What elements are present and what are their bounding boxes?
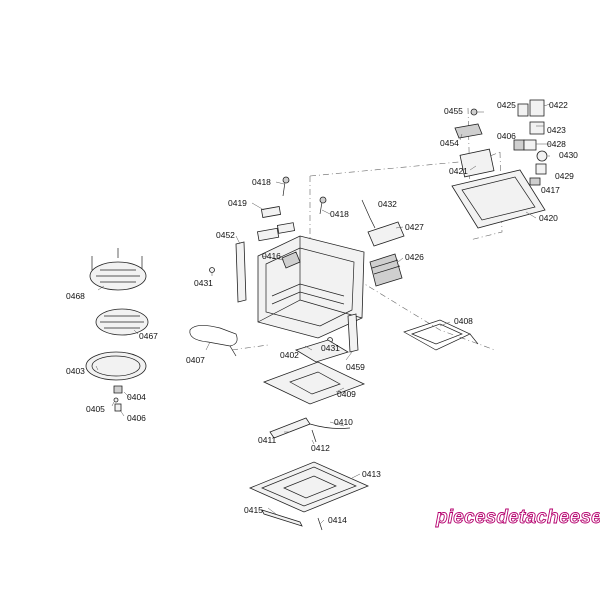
oven-cavity [257, 235, 365, 353]
screw-0418-a [282, 181, 286, 197]
callout-label: 0408 [454, 316, 473, 326]
callout-label: 0419 [228, 198, 247, 208]
callout-label: 0402 [280, 350, 299, 360]
callout-label: 0420 [539, 213, 558, 223]
callout-label: 0407 [186, 355, 205, 365]
callout-label: 0414 [328, 515, 347, 525]
callout-label: 0468 [66, 291, 85, 301]
callout-label: 0431 [321, 343, 340, 353]
callout-label: 0409 [337, 389, 356, 399]
part-0417 [529, 177, 541, 186]
callout-label: 0467 [139, 331, 158, 341]
callout-label: 0405 [86, 404, 105, 414]
lower-assembly [248, 339, 370, 531]
callout-label: 0431 [194, 278, 213, 288]
board-0427 [367, 221, 405, 247]
coupler-0404 [113, 385, 123, 394]
bracket-0419-a [260, 206, 282, 218]
screw-0418-b [319, 201, 323, 215]
callout-label: 0429 [555, 171, 574, 181]
part-0412 [311, 429, 317, 443]
control-housing-0420 [451, 169, 546, 229]
callout-label: 0404 [127, 392, 146, 402]
callout-label: 0416 [262, 251, 281, 261]
callout-label: 0454 [440, 138, 459, 148]
callout-label: 0459 [346, 362, 365, 372]
watermark-text: piecesdetacheeselec.com [435, 507, 600, 528]
relay-0422 [529, 99, 545, 117]
rail-0459 [347, 313, 359, 353]
callout-labels: 0455 0425 0422 0423 0406 0428 0454 0430 … [66, 100, 578, 525]
module-0428 [523, 139, 537, 151]
callout-label: 0406 [497, 131, 516, 141]
callout-label: 0422 [549, 100, 568, 110]
switch-0423 [529, 121, 545, 135]
cable-0410 [309, 423, 351, 429]
callout-label: 0425 [497, 100, 516, 110]
tray-0402 [295, 339, 349, 363]
base-plate-0409 [262, 361, 366, 405]
control-panel-assembly [451, 99, 548, 229]
cable-0432 [361, 199, 376, 229]
clip-0454 [454, 123, 483, 139]
heating-elements [189, 319, 479, 357]
rail-0415 [261, 509, 303, 527]
bracket-0421 [459, 148, 495, 178]
callout-label: 0428 [547, 139, 566, 149]
callout-label: 0417 [541, 185, 560, 195]
callout-label: 0411 [258, 435, 277, 445]
callout-label: 0406 [127, 413, 146, 423]
bracket-0419-b [256, 227, 280, 242]
callout-label: 0418 [252, 177, 271, 187]
part-0429 [535, 163, 547, 175]
callout-label: 0423 [547, 125, 566, 135]
callout-label: 0403 [66, 366, 85, 376]
leader-lines [95, 103, 551, 525]
callout-label: 0421 [449, 166, 468, 176]
bracket-0419-c [276, 222, 296, 234]
callout-label: 0410 [334, 417, 353, 427]
callout-label: 0426 [405, 252, 424, 262]
callout-label: 0452 [216, 230, 235, 240]
callout-label: 0412 [311, 443, 330, 453]
callout-label: 0427 [405, 222, 424, 232]
callout-label: 0455 [444, 106, 463, 116]
accessories [85, 248, 149, 412]
top-fasteners [209, 176, 327, 303]
callout-label: 0432 [378, 199, 397, 209]
callout-label: 0415 [244, 505, 263, 515]
element-0407 [189, 325, 238, 347]
turntable-0403 [85, 351, 147, 381]
screw-0405 [113, 397, 119, 403]
relay-0425 [517, 103, 529, 117]
callout-label: 0430 [559, 150, 578, 160]
circuit-boards [361, 199, 405, 287]
side-rail-0452 [235, 241, 247, 303]
sensor-0406 [513, 139, 525, 151]
bracket-0416 [281, 251, 301, 269]
callout-label: 0418 [330, 209, 349, 219]
bottom-0413 [248, 461, 370, 513]
callout-label: 0413 [362, 469, 381, 479]
screw-0431-left [209, 267, 215, 273]
sensor-0406-low [114, 403, 122, 412]
element-0430 [536, 150, 548, 162]
